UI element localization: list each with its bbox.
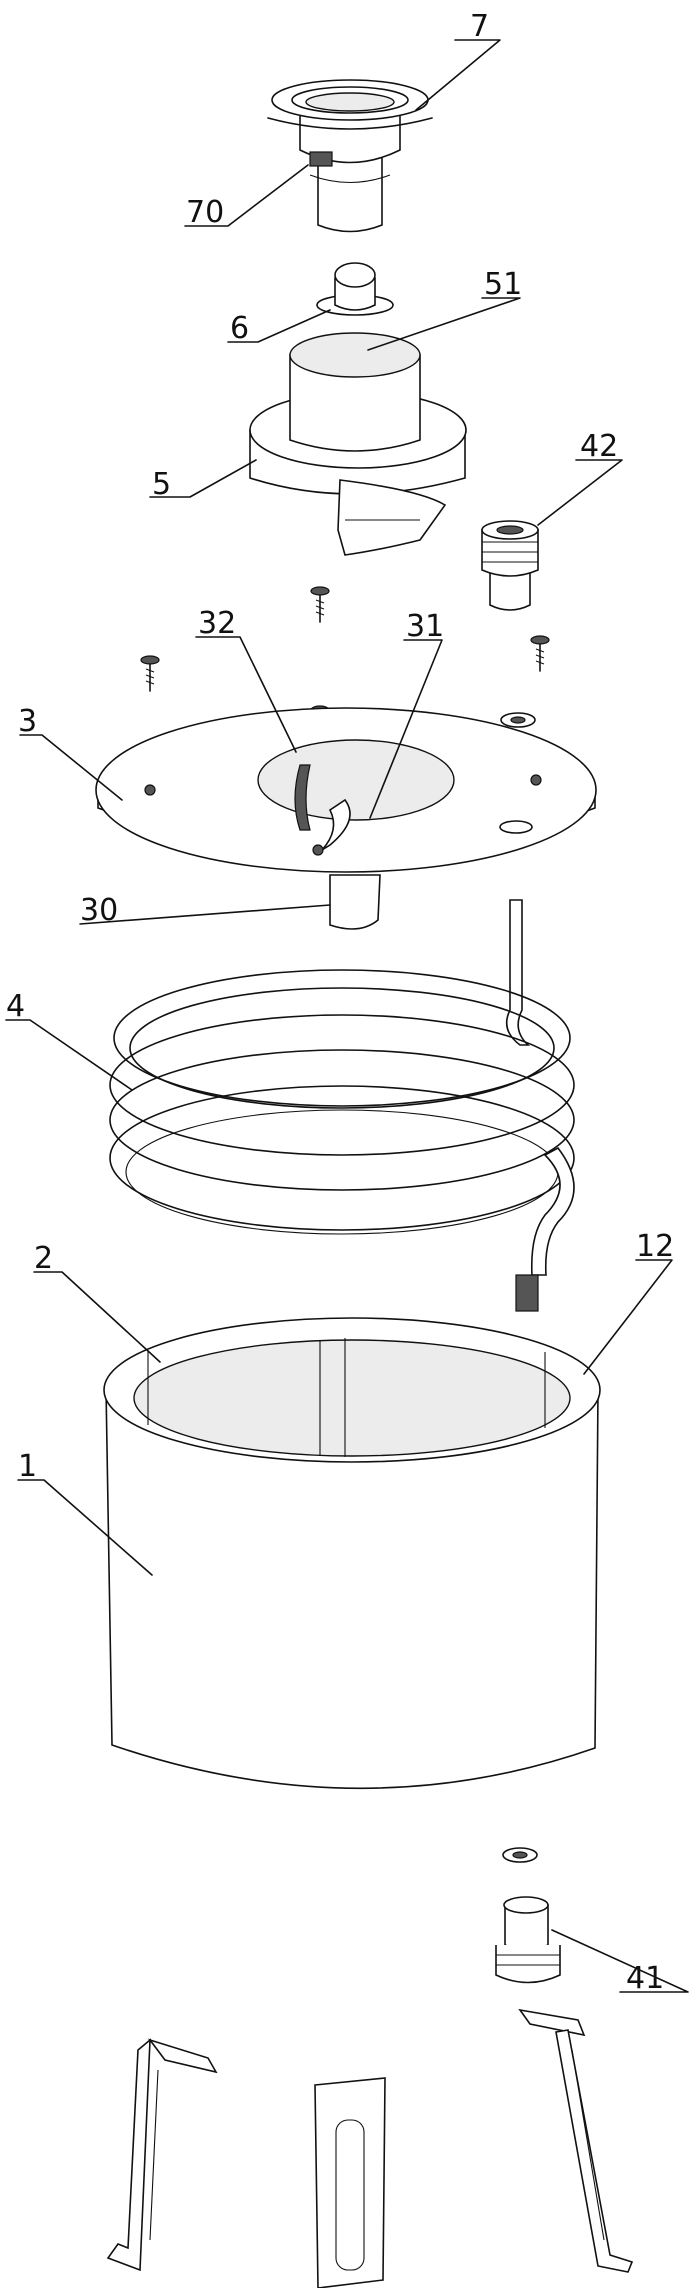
part-4-coil <box>109 899 575 1312</box>
leader-lines <box>5 39 689 1993</box>
leader-4 <box>5 1019 133 1091</box>
leader-31 <box>369 639 443 819</box>
label-7: 7 <box>470 9 489 44</box>
leader-12 <box>583 1259 673 1375</box>
label-2: 2 <box>34 1241 53 1276</box>
bracket-right <box>518 2008 634 2273</box>
leader-70 <box>184 164 309 227</box>
label-3: 3 <box>18 704 37 739</box>
leader-5 <box>149 459 257 498</box>
part-41-fitting <box>495 1896 561 1984</box>
screw-2 <box>140 655 160 692</box>
leader-3 <box>19 734 123 801</box>
label-1: 1 <box>18 1449 37 1484</box>
part-42-fitting <box>481 520 539 611</box>
leader-1 <box>17 1479 153 1576</box>
label-5: 5 <box>152 467 171 502</box>
leader-30 <box>79 904 331 925</box>
leader-42 <box>537 459 623 526</box>
leader-41 <box>551 1929 689 1993</box>
bracket-left <box>106 2038 218 2272</box>
part-3-plate <box>95 707 597 930</box>
label-70: 70 <box>186 195 224 230</box>
screw-1 <box>310 586 330 623</box>
label-6: 6 <box>230 311 249 346</box>
part-5-housing <box>249 332 467 556</box>
bracket-middle <box>314 2077 386 2288</box>
label-31: 31 <box>406 609 444 644</box>
screw-3 <box>530 635 550 672</box>
label-41: 41 <box>626 1961 664 1996</box>
label-4: 4 <box>6 989 25 1024</box>
leader-32 <box>195 636 297 753</box>
leader-2 <box>33 1271 161 1363</box>
label-30: 30 <box>80 893 118 928</box>
label-12: 12 <box>636 1229 674 1264</box>
leader-51 <box>367 297 521 351</box>
label-32: 32 <box>198 606 236 641</box>
washer-upper-hole <box>510 716 526 724</box>
leader-6 <box>227 309 331 343</box>
part-7-cap <box>267 79 433 233</box>
part-6-plug <box>316 262 394 316</box>
part-labels: 7 70 6 51 5 42 32 31 3 30 4 2 12 1 41 <box>6 9 674 1996</box>
leader-7 <box>415 39 501 111</box>
washer-lower-hole <box>512 1851 528 1859</box>
part-1-body <box>103 1317 601 1790</box>
label-42: 42 <box>580 429 618 464</box>
label-51: 51 <box>484 267 522 302</box>
